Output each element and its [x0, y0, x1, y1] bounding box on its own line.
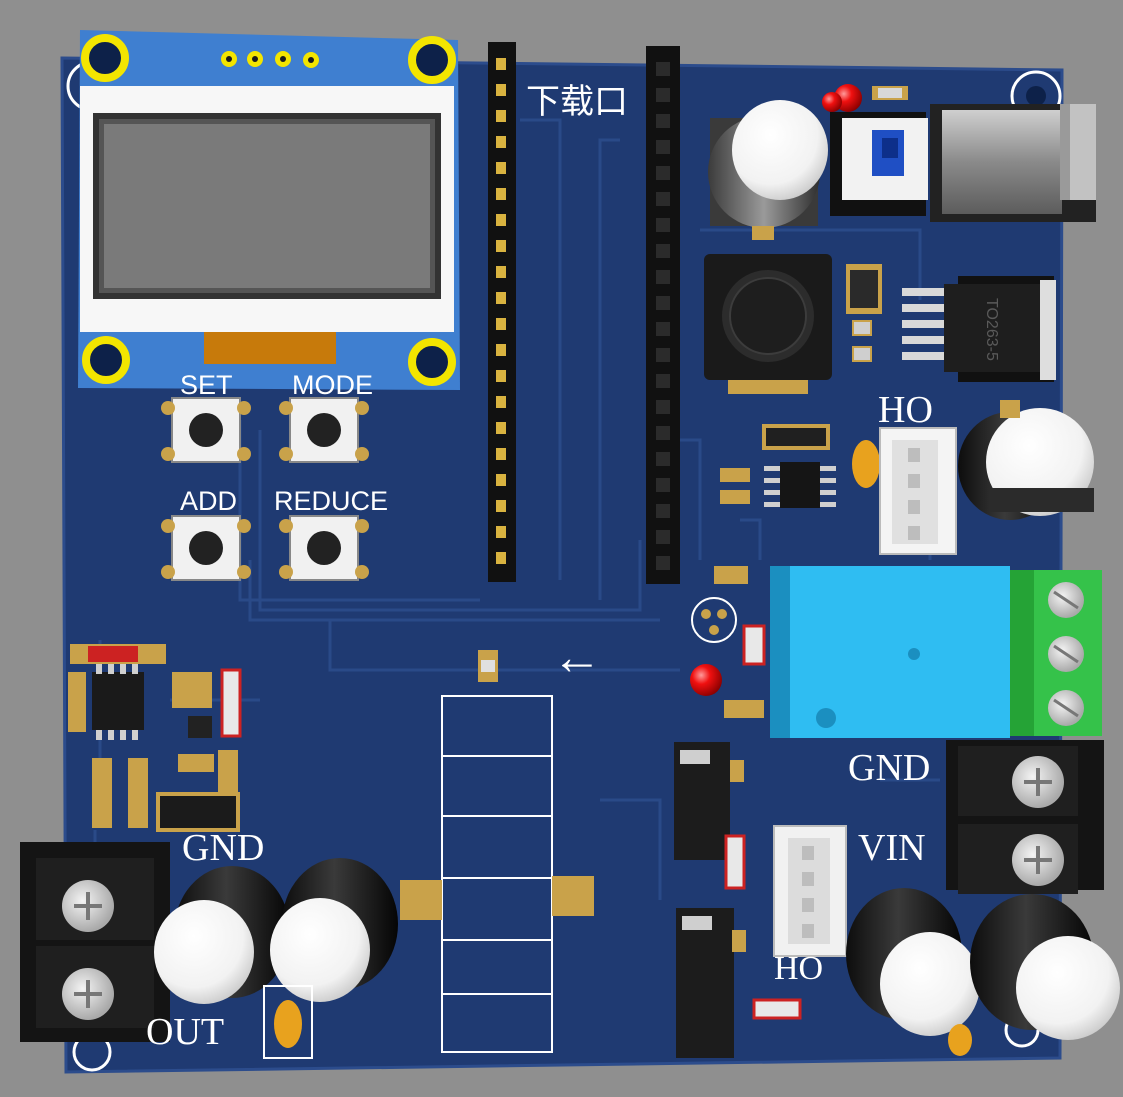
to263-regulator	[902, 276, 1056, 382]
gnd-right-label: GND	[848, 747, 931, 789]
relay	[770, 566, 1010, 738]
connector-ho-bottom	[773, 825, 847, 957]
relay-driver-parts	[690, 566, 766, 718]
regulator-part-label: TO263-5	[983, 298, 1000, 361]
direction-arrow-icon: ←	[552, 629, 602, 685]
download-port-label: 下载口	[526, 82, 628, 122]
mode-button-label: MODE	[292, 370, 373, 400]
ho-top-label: HO	[878, 389, 933, 431]
driver-ic	[720, 424, 880, 508]
mosfets	[674, 742, 802, 1058]
power-input-section	[708, 84, 1096, 240]
input-capacitors	[846, 888, 1120, 1056]
connector-ho-top	[879, 427, 957, 555]
out-label: OUT	[146, 1011, 225, 1053]
capacitor-right-mid	[958, 400, 1094, 520]
reduce-button-label: REDUCE	[274, 486, 389, 516]
oled-module	[78, 30, 460, 390]
ho-bottom-label: HO	[774, 950, 824, 987]
pin-header-right	[646, 46, 680, 584]
inductor	[704, 254, 832, 394]
tact-buttons	[161, 397, 369, 581]
pin-header-left	[488, 42, 516, 582]
gnd-left-label: GND	[182, 827, 265, 869]
terminal-block-left	[20, 842, 170, 1042]
terminal-block-right	[946, 740, 1104, 894]
vin-label: VIN	[858, 827, 926, 869]
output-capacitors	[154, 858, 398, 1059]
current-sense-section	[68, 644, 242, 832]
heatsink-outline	[400, 650, 594, 1053]
terminal-block-green	[1010, 570, 1102, 736]
set-button-label: SET	[180, 370, 233, 400]
smd-parts-right	[846, 264, 882, 362]
add-button-label: ADD	[180, 486, 238, 516]
